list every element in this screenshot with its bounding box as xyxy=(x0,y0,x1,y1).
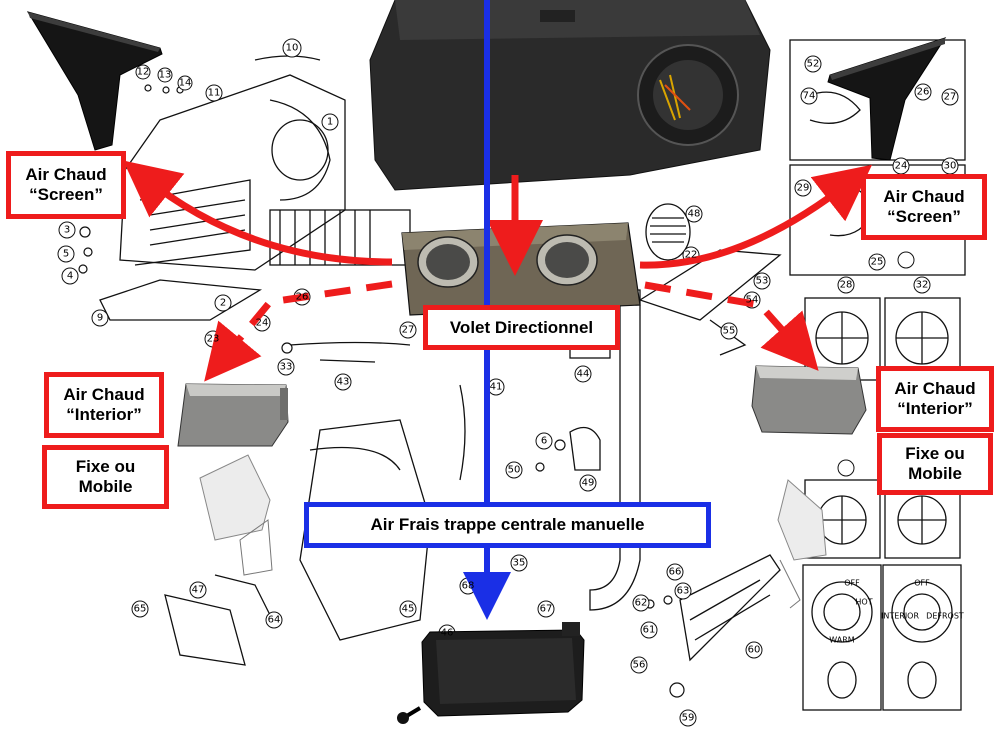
label-screen-right-line1: Air Chaud xyxy=(883,187,965,207)
part-number-balloons xyxy=(57,38,959,727)
hot-air-arrow-interior-right xyxy=(644,281,819,371)
hot-air-arrow-interior-left xyxy=(204,280,393,382)
label-interior-left: Air Chaud “Interior” xyxy=(44,372,164,438)
swivel-deflector-left xyxy=(199,454,273,576)
hose-frame xyxy=(679,554,781,662)
label-air-frais-text: Air Frais trappe centrale manuelle xyxy=(370,515,645,535)
hot-air-arrow-screen-right xyxy=(639,164,873,269)
airflow-arrows xyxy=(123,0,873,620)
label-volet-directionnel: Volet Directionnel xyxy=(423,305,620,350)
label-interior-right-line1: Air Chaud xyxy=(894,379,976,399)
lower-duct xyxy=(299,419,431,641)
interior-vent-left xyxy=(177,383,289,447)
small-hardware xyxy=(78,84,685,698)
label-mount-right-line2: Mobile xyxy=(908,464,962,483)
label-mount-left-line2: Mobile xyxy=(78,477,133,496)
label-mount-left-line1: Fixe ou xyxy=(75,457,136,477)
label-interior-right-line2: “Interior” xyxy=(897,399,973,418)
blower-motor xyxy=(369,0,771,191)
left-heater-housing xyxy=(119,74,346,271)
left-mount-bracket xyxy=(99,279,263,321)
label-screen-right: Air Chaud “Screen” xyxy=(861,174,987,240)
hot-air-arrow-screen-left xyxy=(123,160,393,266)
label-screen-left-line1: Air Chaud xyxy=(25,165,107,185)
central-heater-box xyxy=(401,222,641,316)
label-mount-left: Fixe ou Mobile xyxy=(42,445,169,509)
label-mount-right-line1: Fixe ou xyxy=(905,444,965,464)
swivel-deflector-right xyxy=(777,479,827,609)
label-volet-text: Volet Directionnel xyxy=(449,317,594,337)
label-air-frais: Air Frais trappe centrale manuelle xyxy=(304,502,711,548)
label-screen-left: Air Chaud “Screen” xyxy=(6,151,126,219)
label-interior-left-line1: Air Chaud xyxy=(63,385,145,405)
screen-nozzle-left xyxy=(26,11,163,151)
fresh-air-trap xyxy=(397,622,585,724)
label-interior-right: Air Chaud “Interior” xyxy=(876,366,994,432)
label-interior-left-line2: “Interior” xyxy=(66,405,142,424)
label-screen-right-line2: “Screen” xyxy=(887,207,961,226)
label-mount-right: Fixe ou Mobile xyxy=(877,433,993,495)
interior-vent-right xyxy=(751,365,867,435)
flex-tube xyxy=(589,289,641,611)
parts-line-art xyxy=(99,39,966,711)
screen-nozzle-right xyxy=(827,37,947,161)
label-screen-left-line2: “Screen” xyxy=(29,185,103,204)
